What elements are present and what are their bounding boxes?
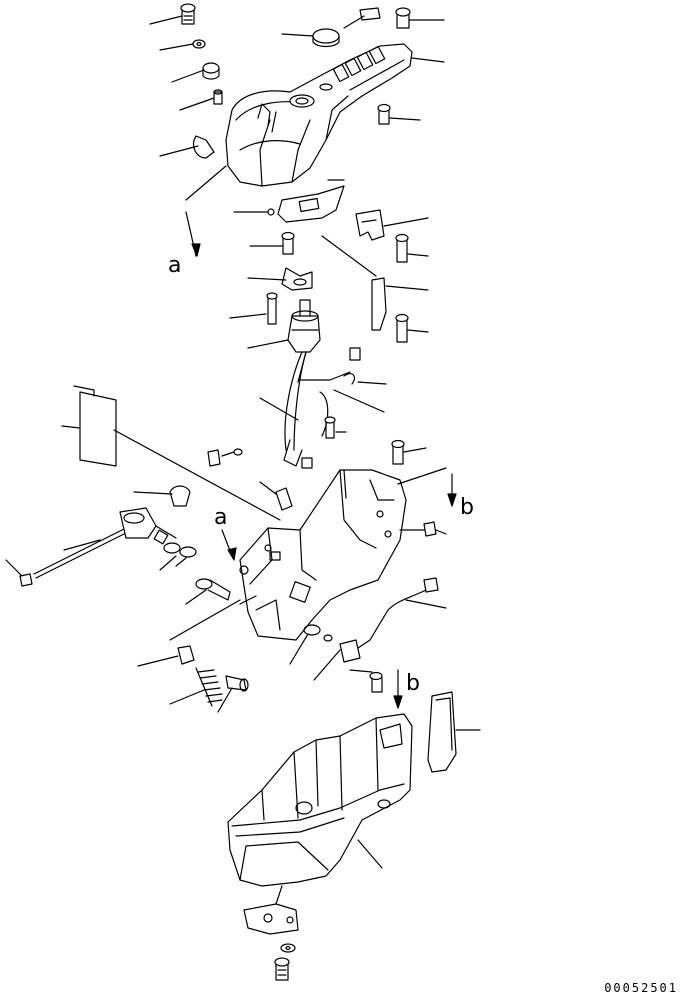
rear-plate [61, 385, 281, 521]
mounting-plate [277, 179, 345, 223]
lower-bracket-screw [349, 669, 383, 693]
bottom-washer [280, 943, 296, 953]
top-screw-1 [180, 3, 196, 25]
bottom-bracket [243, 885, 299, 935]
spring-bolt [217, 675, 249, 713]
drawing-number: 00052501 [604, 981, 678, 995]
nut-and-washer [207, 448, 243, 467]
switch-connector [355, 209, 429, 241]
bracket-screw-1 [249, 231, 295, 255]
view-label-b-top: b [460, 495, 474, 520]
side-cover-panel [427, 691, 481, 773]
small-connector-right [399, 521, 447, 537]
harness-clamp [324, 416, 347, 439]
bracket-label-line [343, 469, 347, 499]
top-clip [193, 135, 215, 159]
pivot-bolt [185, 578, 231, 605]
screw-set-left [229, 292, 278, 325]
top-washer-1 [192, 39, 206, 49]
view-label-a-middle: a [214, 505, 227, 530]
lever-shaft [33, 507, 177, 579]
small-screw-clip [233, 208, 275, 216]
lever-end-cap [5, 559, 33, 587]
bracket-top-screw [391, 439, 427, 465]
top-grommet [202, 62, 220, 80]
top-connector [359, 7, 381, 21]
wire-harness [259, 347, 387, 469]
view-arrow-b-bottom: b [393, 669, 420, 709]
bracket-screw-2 [395, 233, 429, 263]
cover-screw-right [377, 103, 391, 125]
bushings [159, 542, 197, 571]
top-bushing [213, 89, 223, 105]
view-arrow-b-top: b [397, 467, 474, 520]
pivot-block [137, 599, 241, 667]
screw-set-right [395, 313, 429, 343]
view-label-a-top: a [168, 253, 181, 278]
switch-actuator [259, 481, 293, 511]
top-right-screw [395, 7, 411, 29]
view-label-b-bottom: b [406, 671, 420, 696]
top-cap [312, 28, 340, 48]
view-arrow-a-top: a [168, 165, 227, 278]
side-bracket [321, 235, 429, 331]
rotary-switch [247, 299, 321, 353]
top-switch-panel-cover [225, 43, 413, 187]
return-spring [169, 667, 223, 707]
switch-bracket [247, 267, 313, 291]
view-arrow-a-middle: a [214, 505, 237, 561]
lower-console-box [227, 713, 413, 887]
lever-knob [133, 485, 191, 507]
limit-switch-harness [313, 577, 447, 681]
bottom-screw [274, 957, 290, 981]
leader-lines-top [149, 15, 445, 157]
main-lever-bracket [239, 469, 407, 641]
washer-lower [289, 624, 333, 665]
